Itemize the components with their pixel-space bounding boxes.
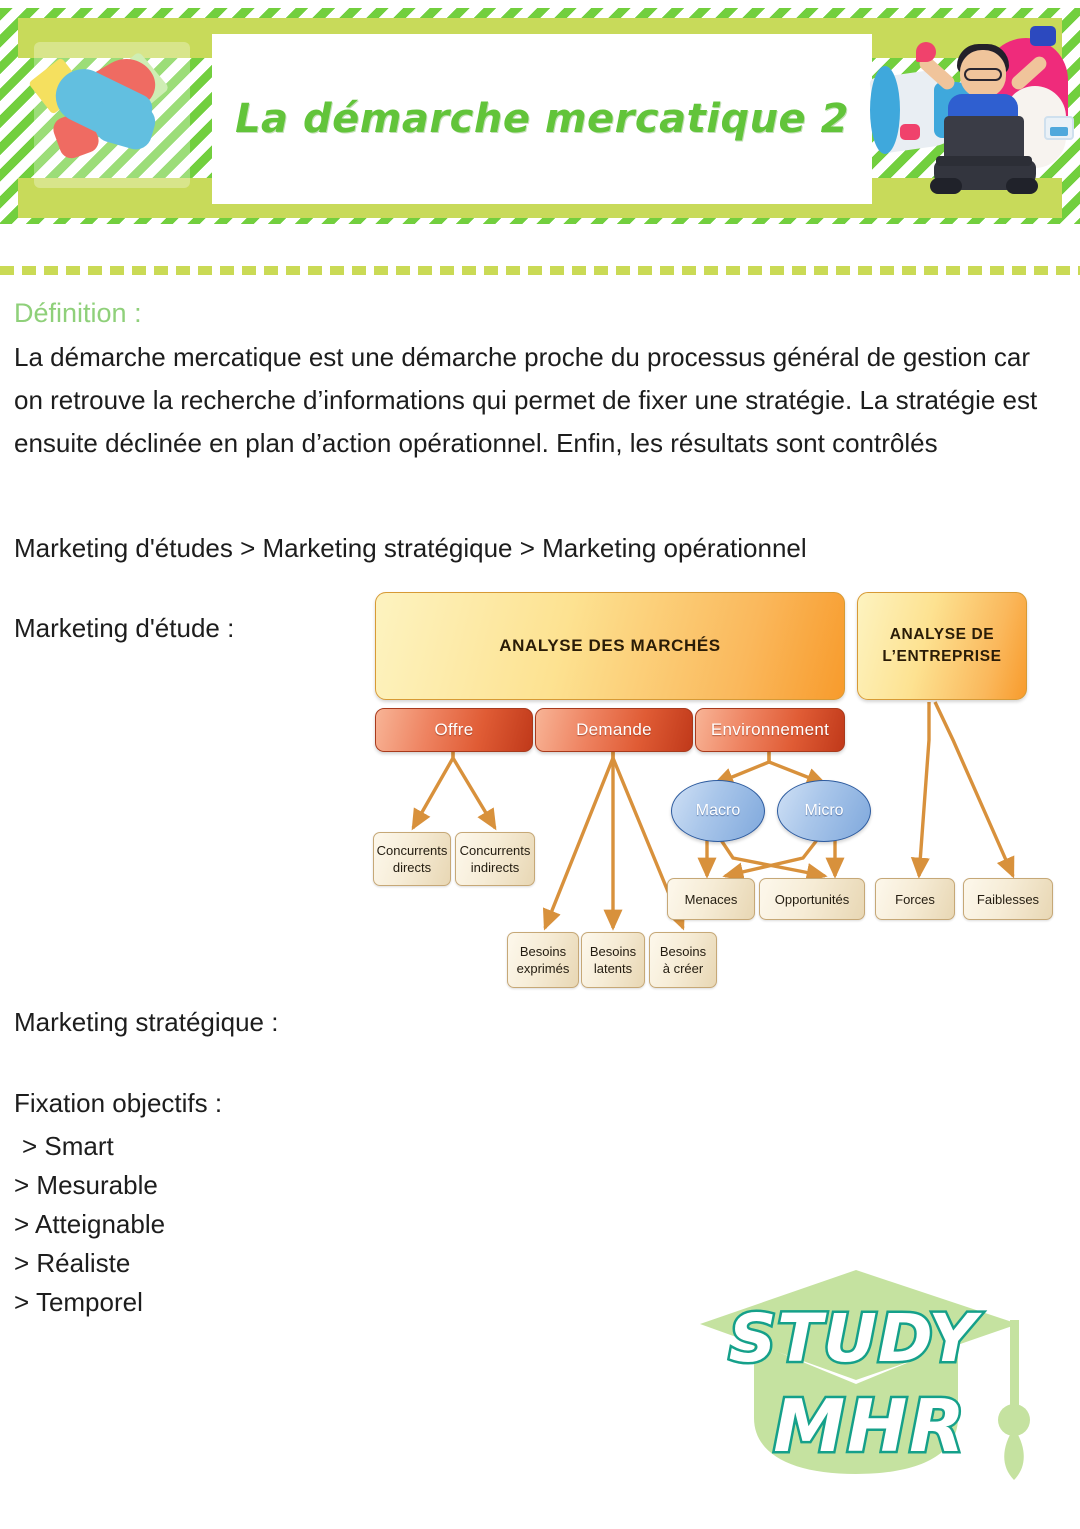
leaf-line1: Concurrents xyxy=(459,843,531,858)
node-besoins-exprimes: Besoins exprimés xyxy=(507,932,579,988)
node-forces: Forces xyxy=(875,878,955,920)
definition-heading: Définition : xyxy=(14,298,142,328)
node-besoins-latents: Besoins latents xyxy=(581,932,645,988)
node-environnement: Environnement xyxy=(695,708,845,752)
label-fixation-objectifs: Fixation objectifs : xyxy=(14,1088,223,1118)
logo-line-mhr: MHR xyxy=(771,1382,967,1471)
dashed-divider xyxy=(0,266,1080,275)
diagram-connectors xyxy=(411,701,1015,931)
leaf-line1: Besoins xyxy=(519,944,567,959)
node-micro: Micro xyxy=(777,780,871,842)
header-banner: La démarche mercatique 2 xyxy=(0,0,1080,232)
node-offre: Offre xyxy=(375,708,533,752)
handshake-icon xyxy=(22,28,198,198)
node-concurrents-indirects: Concurrents indirects xyxy=(455,832,535,886)
node-analyse-de-l-entreprise: ANALYSE DE L’ENTREPRISE xyxy=(857,592,1027,700)
page-title: La démarche mercatique 2 xyxy=(235,96,849,142)
node-besoins-a-creer: Besoins à créer xyxy=(649,932,717,988)
banner-title-plate xyxy=(212,34,872,204)
leaf-line2: exprimés xyxy=(516,961,570,976)
list-item: > Réaliste xyxy=(14,1248,131,1278)
definition-body: La démarche mercatique est une démarche … xyxy=(14,342,1038,458)
leaf-line1: Besoins xyxy=(659,944,707,959)
marketing-chain-text: Marketing d'études > Marketing stratégiq… xyxy=(14,533,807,563)
leaf-line1: Concurrents xyxy=(376,843,448,858)
study-mhr-logo: STUDY MHR xyxy=(688,1268,1060,1514)
marketing-character-icon xyxy=(869,20,1074,212)
node-opportunites: Opportunités xyxy=(759,878,865,920)
logo-line-study: STUDY xyxy=(726,1298,979,1380)
list-item: > Smart xyxy=(22,1131,114,1161)
leaf-line2: à créer xyxy=(662,961,704,976)
node-menaces: Menaces xyxy=(667,878,755,920)
label-marketing-strategique: Marketing stratégique : xyxy=(14,1007,279,1037)
leaf-line2: indirects xyxy=(470,860,520,875)
list-item: > Temporel xyxy=(14,1287,143,1317)
node-macro: Macro xyxy=(671,780,765,842)
leaf-line2: directs xyxy=(392,860,432,875)
graduation-cap-icon xyxy=(700,1270,1030,1480)
list-item: > Atteignable xyxy=(14,1209,166,1239)
leaf-line1: Besoins xyxy=(589,944,637,959)
smart-objectives-list: > Smart > Mesurable > Atteignable > Réal… xyxy=(14,1127,434,1322)
market-analysis-diagram: ANALYSE DES MARCHÉS ANALYSE DE L’ENTREPR… xyxy=(373,590,1053,988)
node-analyse-des-marches: ANALYSE DES MARCHÉS xyxy=(375,592,845,700)
node-concurrents-directs: Concurrents directs xyxy=(373,832,451,886)
leaf-line2: latents xyxy=(593,961,633,976)
node-demande: Demande xyxy=(535,708,693,752)
list-item: > Mesurable xyxy=(14,1170,158,1200)
node-faiblesses: Faiblesses xyxy=(963,878,1053,920)
label-marketing-etude: Marketing d'étude : xyxy=(14,613,235,643)
